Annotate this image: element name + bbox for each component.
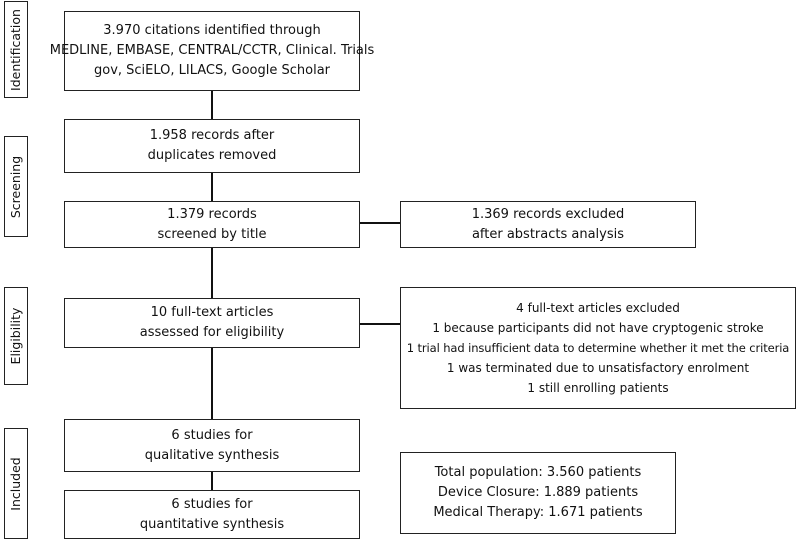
connector-qualitative-to-quantitative — [211, 472, 213, 490]
stage-eligibility: Eligibility — [4, 287, 28, 385]
stage-eligibility-label: Eligibility — [8, 307, 23, 365]
box-fulltext-excluded-line-5: 1 still enrolling patients — [527, 381, 669, 395]
box-fulltext-assessed: 10 full-text articles assessed for eligi… — [64, 298, 360, 348]
box-citations-identified-line-2: MEDLINE, EMBASE, CENTRAL/CCTR, Clinical.… — [49, 43, 375, 58]
connector-screened-to-excluded — [360, 222, 400, 224]
box-quantitative-synthesis-line-1: 6 studies for — [171, 496, 253, 512]
box-duplicates-removed: 1.958 records after duplicates removed — [64, 119, 360, 173]
stage-screening: Screening — [4, 136, 28, 237]
stage-identification: Identification — [4, 1, 28, 98]
box-quantitative-synthesis-line-2: quantitative synthesis — [139, 516, 285, 532]
box-citations-identified-line-3: gov, SciELO, LILACS, Google Scholar — [93, 63, 331, 78]
connector-fulltext-to-excluded — [360, 323, 400, 325]
box-qualitative-synthesis-line-1: 6 studies for — [171, 427, 253, 443]
box-records-screened-line-2: screened by title — [157, 226, 267, 242]
box-records-excluded-line-2: after abstracts analysis — [471, 226, 625, 242]
stage-identification-label: Identification — [8, 8, 23, 91]
box-fulltext-excluded-line-3: 1 trial had insufficient data to determi… — [406, 341, 790, 355]
box-qualitative-synthesis-line-2: qualitative synthesis — [144, 447, 280, 463]
box-population-medical-therapy: Medical Therapy: 1.671 patients — [433, 505, 643, 520]
box-records-screened: 1.379 records screened by title — [64, 201, 360, 248]
box-quantitative-synthesis: 6 studies for quantitative synthesis — [64, 490, 360, 539]
box-fulltext-excluded-line-4: 1 was terminated due to unsatisfactory e… — [446, 361, 750, 375]
box-population-device-closure: Device Closure: 1.889 patients — [437, 485, 639, 500]
box-records-excluded: 1.369 records excluded after abstracts a… — [400, 201, 696, 248]
connector-screened-to-fulltext — [211, 248, 213, 298]
box-records-excluded-line-1: 1.369 records excluded — [471, 206, 625, 222]
box-fulltext-excluded: 4 full-text articles excluded 1 because … — [400, 287, 796, 409]
box-fulltext-excluded-line-2: 1 because participants did not have cryp… — [432, 321, 764, 335]
box-population-summary: Total population: 3.560 patients Device … — [400, 452, 676, 534]
box-fulltext-assessed-line-1: 10 full-text articles — [150, 305, 274, 320]
box-records-screened-line-1: 1.379 records — [167, 206, 257, 222]
box-qualitative-synthesis: 6 studies for qualitative synthesis — [64, 419, 360, 472]
box-duplicates-removed-line-1: 1.958 records after — [149, 128, 275, 143]
stage-included: Included — [4, 428, 28, 539]
box-fulltext-assessed-line-2: assessed for eligibility — [139, 325, 285, 340]
box-fulltext-excluded-line-1: 4 full-text articles excluded — [516, 301, 680, 315]
connector-identified-to-duplicates — [211, 91, 213, 119]
box-population-total: Total population: 3.560 patients — [434, 465, 642, 480]
stage-screening-label: Screening — [8, 155, 23, 218]
connector-fulltext-to-qualitative — [211, 348, 213, 419]
box-citations-identified: 3.970 citations identified through MEDLI… — [50, 11, 374, 91]
box-citations-identified-line-1: 3.970 citations identified through — [103, 23, 321, 38]
connector-duplicates-to-screened — [211, 173, 213, 201]
box-duplicates-removed-line-2: duplicates removed — [147, 148, 277, 163]
stage-included-label: Included — [8, 456, 23, 511]
